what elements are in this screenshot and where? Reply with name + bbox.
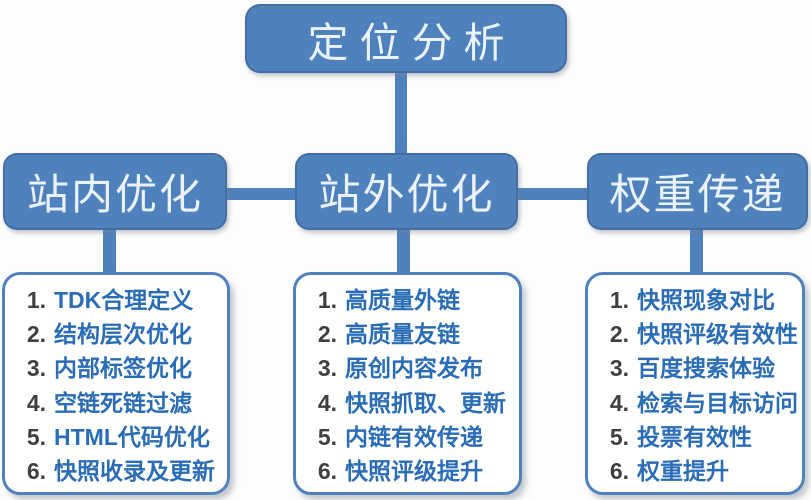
list-item: 3. 内部标签优化 [5, 349, 223, 383]
item-number: 1. [317, 287, 337, 314]
list-box-onsite: 1. TDK合理定义 2. 结构层次优化 3. 内部标签优化 4. 空链死链过滤… [2, 272, 230, 495]
item-number: 6. [609, 457, 629, 484]
root-node-label: 定位分析 [307, 19, 516, 66]
item-number: 1. [26, 287, 46, 314]
item-number: 2. [317, 321, 337, 348]
list-item: 6. 快照收录及更新 [5, 452, 223, 486]
connector-center-branch-to-list [397, 226, 410, 276]
list-item: 2. 高质量友链 [296, 315, 515, 349]
item-text: 原创内容发布 [345, 355, 483, 382]
item-text: 快照评级有效性 [637, 321, 798, 348]
item-number: 4. [609, 389, 629, 416]
list-item: 2. 结构层次优化 [5, 315, 223, 349]
item-text: TDK合理定义 [54, 287, 194, 314]
branch-node-offsite: 站外优化 [295, 153, 518, 230]
item-number: 5. [26, 423, 46, 450]
item-text: 内链有效传递 [345, 423, 483, 450]
item-text: 投票有效性 [637, 423, 752, 450]
item-text: 快照收录及更新 [54, 457, 215, 484]
list-box-offsite: 1. 高质量外链 2. 高质量友链 3. 原创内容发布 4. 快照抓取、更新 5… [293, 272, 522, 495]
item-text: 空链死链过滤 [54, 389, 192, 416]
list-item: 5. 内链有效传递 [296, 418, 515, 452]
connector-left-branch-to-list [103, 226, 116, 276]
connector-right-branch-to-list [690, 226, 703, 276]
list-item: 3. 百度搜索体验 [588, 349, 798, 383]
item-number: 3. [317, 355, 337, 382]
branch-node-weight: 权重传递 [587, 153, 808, 230]
item-text: 权重提升 [637, 457, 729, 484]
list-item: 5. 投票有效性 [588, 418, 798, 452]
list-item: 4. 检索与目标访问 [588, 384, 798, 418]
item-text: 快照抓取、更新 [345, 389, 506, 416]
connector-left-horizontal [222, 188, 300, 200]
item-text: 高质量外链 [345, 287, 460, 314]
item-number: 1. [609, 287, 629, 314]
item-number: 4. [26, 389, 46, 416]
branch-node-weight-label: 权重传递 [609, 171, 786, 218]
item-number: 4. [317, 389, 337, 416]
list-item: 1. TDK合理定义 [5, 281, 223, 315]
list-item: 1. 高质量外链 [296, 281, 515, 315]
item-text: 结构层次优化 [54, 321, 192, 348]
item-text: 内部标签优化 [54, 355, 192, 382]
list-item: 2. 快照评级有效性 [588, 315, 798, 349]
item-number: 6. [26, 457, 46, 484]
item-text: 快照评级提升 [345, 457, 483, 484]
list-item: 4. 快照抓取、更新 [296, 384, 515, 418]
item-number: 3. [26, 355, 46, 382]
item-text: 高质量友链 [345, 321, 460, 348]
item-number: 6. [317, 457, 337, 484]
item-text: 检索与目标访问 [637, 389, 798, 416]
connector-root-to-center [395, 70, 407, 158]
branch-node-onsite: 站内优化 [3, 153, 227, 230]
item-number: 2. [26, 321, 46, 348]
branch-node-onsite-label: 站内优化 [26, 171, 203, 218]
list-item: 5. HTML代码优化 [5, 418, 223, 452]
item-text: 百度搜索体验 [637, 355, 775, 382]
root-node: 定位分析 [245, 4, 567, 73]
item-number: 5. [609, 423, 629, 450]
branch-node-offsite-label: 站外优化 [318, 171, 495, 218]
item-number: 5. [317, 423, 337, 450]
list-box-weight: 1. 快照现象对比 2. 快照评级有效性 3. 百度搜索体验 4. 检索与目标访… [585, 272, 805, 495]
list-item: 6. 快照评级提升 [296, 452, 515, 486]
item-text: HTML代码优化 [54, 423, 210, 450]
list-item: 1. 快照现象对比 [588, 281, 798, 315]
list-item: 6. 权重提升 [588, 452, 798, 486]
list-item: 3. 原创内容发布 [296, 349, 515, 383]
list-item: 4. 空链死链过滤 [5, 384, 223, 418]
connector-right-horizontal [514, 188, 592, 200]
item-number: 3. [609, 355, 629, 382]
item-text: 快照现象对比 [637, 287, 775, 314]
item-number: 2. [609, 321, 629, 348]
